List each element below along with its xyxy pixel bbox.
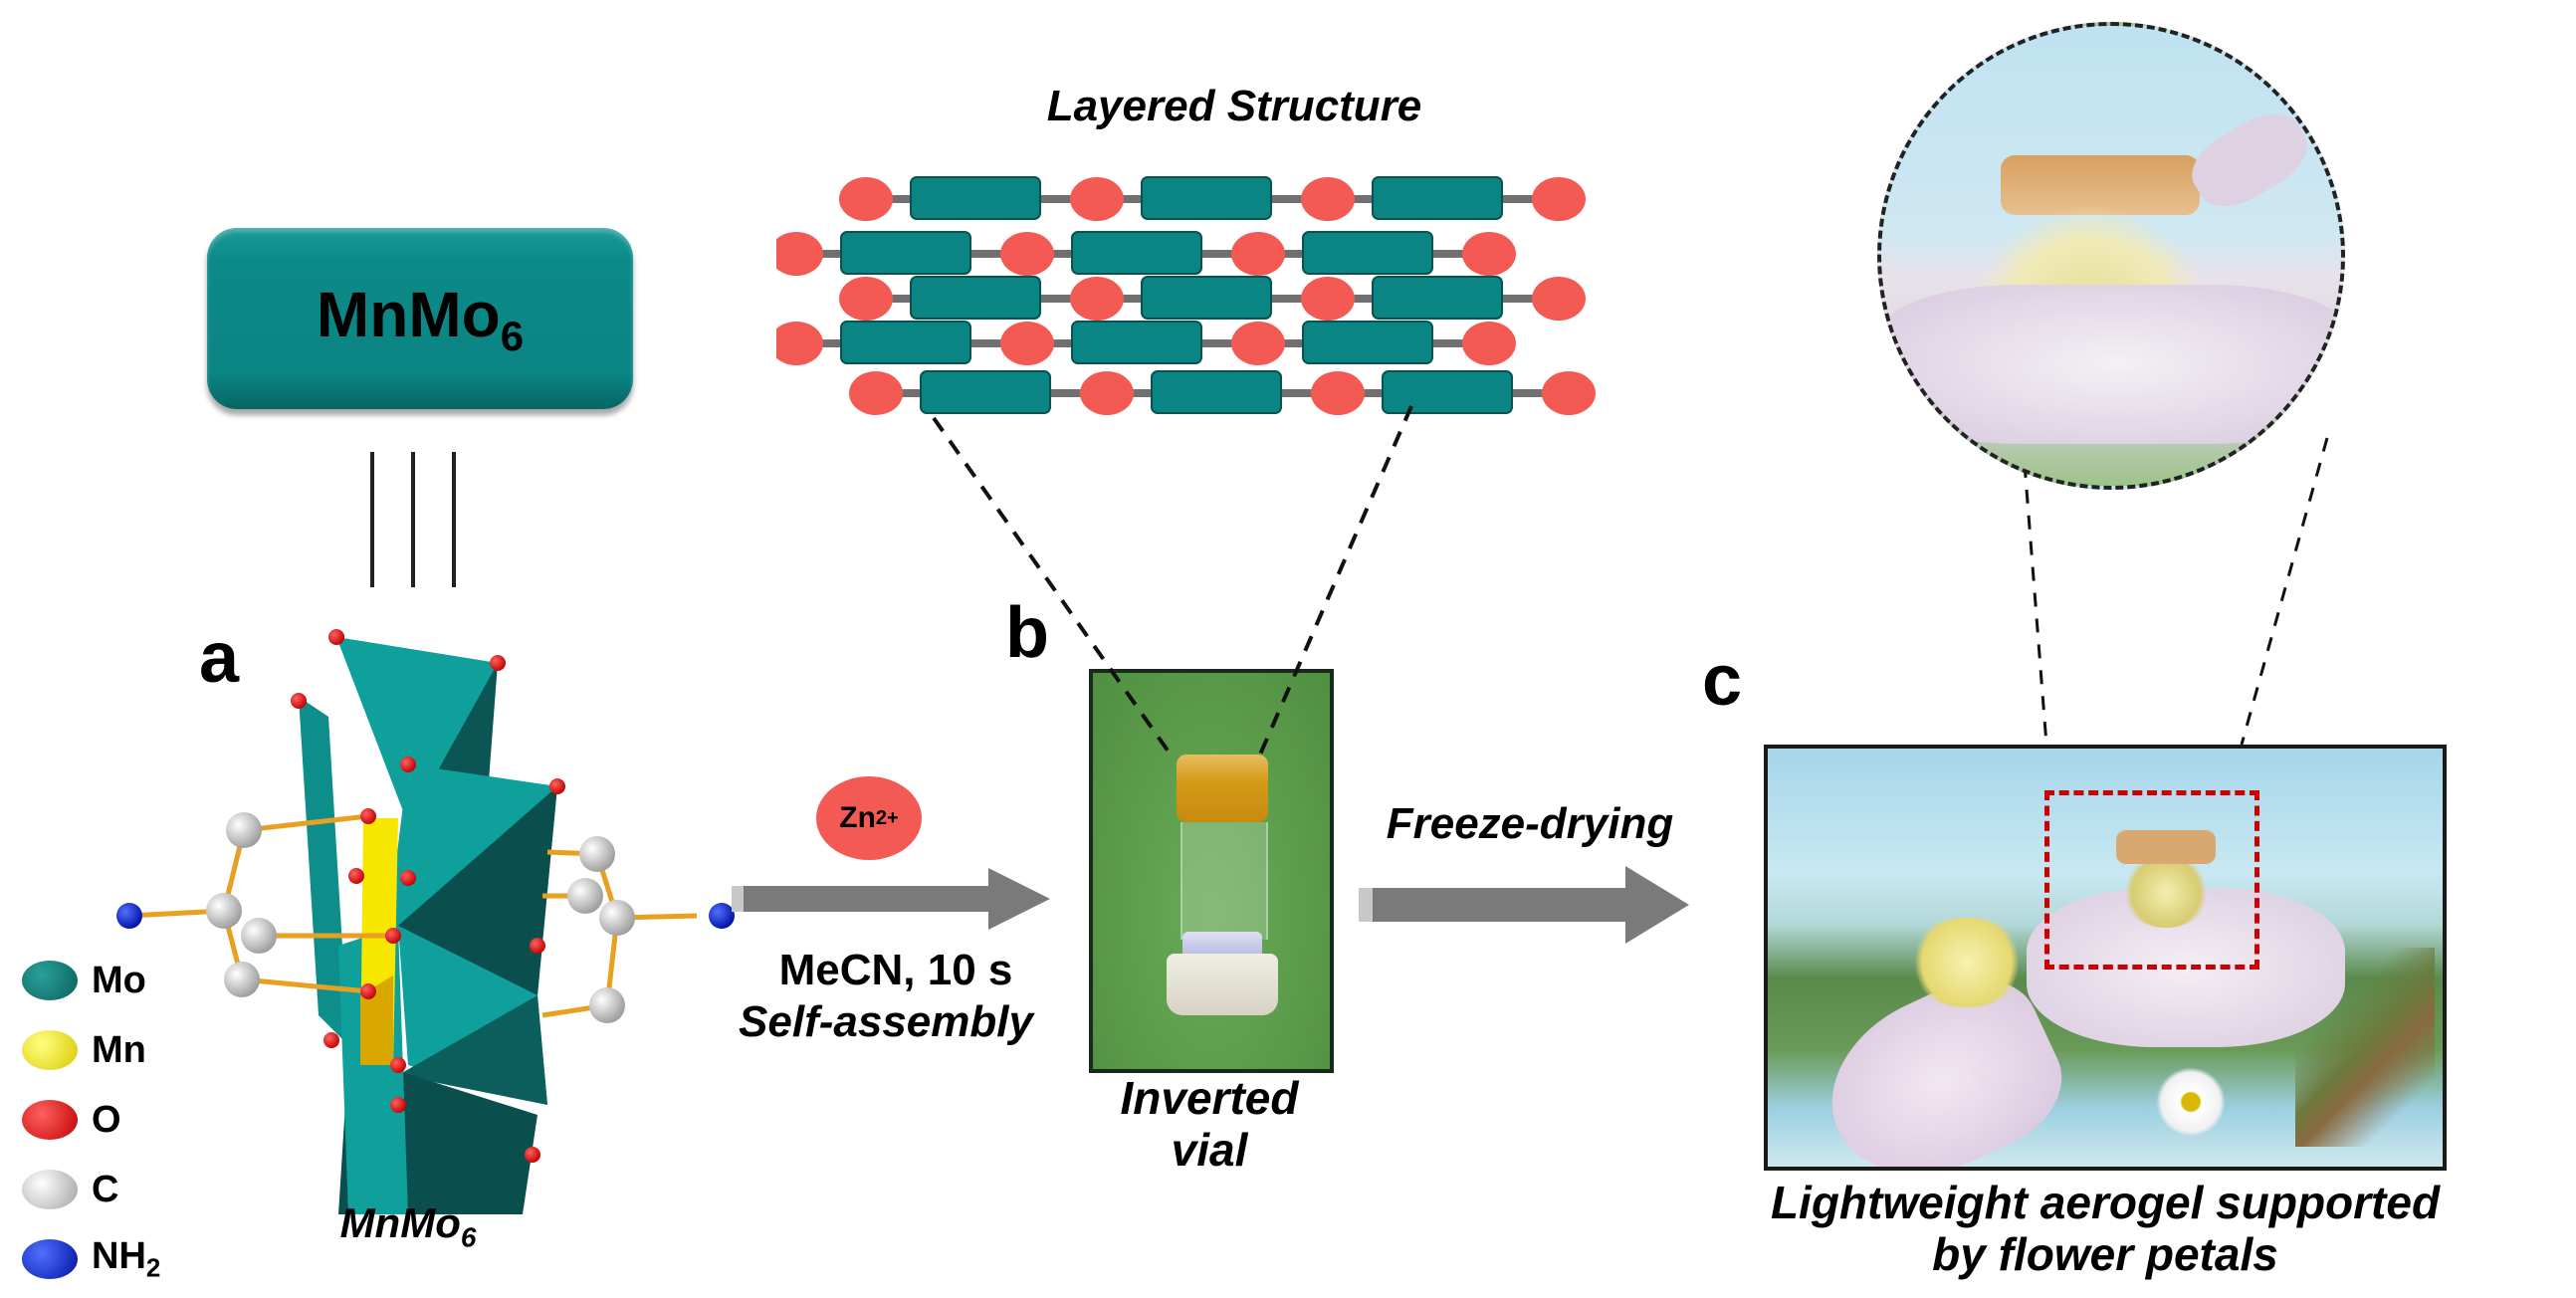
legend-label: Mn [92, 1028, 146, 1071]
reaction-conditions: MeCN, 10 s [778, 946, 1013, 994]
aerogel-piece [2116, 830, 2216, 864]
mnmo6-molecular-structure [116, 629, 735, 1214]
mnmo6-block [910, 276, 1041, 320]
legend-item-mn: Mn [22, 1015, 160, 1085]
atom-legend: Mo Mn O C NH2 [22, 946, 160, 1294]
mnmo6-block [1372, 176, 1503, 220]
legend-label: O [92, 1098, 121, 1141]
legend-item-c: C [22, 1155, 160, 1224]
magnified-petals [1881, 285, 2341, 444]
legend-item-mo: Mo [22, 946, 160, 1015]
vial-glass [1181, 822, 1268, 940]
c-atom-swatch [22, 1170, 78, 1209]
mnmo6-block [1141, 276, 1272, 320]
legend-item-nh2: NH2 [22, 1224, 160, 1294]
triple-bond-connector [370, 452, 456, 587]
mnmo6-block [1071, 231, 1202, 275]
aerogel-caption: Lightweight aerogel supported by flower … [1682, 1177, 2528, 1280]
carbon-atoms [206, 812, 635, 1023]
left-flower-stamens [1907, 918, 2027, 1007]
self-assembly-arrow [732, 868, 1050, 930]
mo-polyhedron [398, 995, 547, 1105]
zn-node [839, 177, 893, 221]
mnmo6-block [840, 231, 971, 275]
magnified-petal-tip [2180, 100, 2319, 221]
zn-node [1532, 177, 1586, 221]
mnmo6-block [1302, 231, 1433, 275]
zn-node [1000, 232, 1054, 276]
mnmo6-block [1382, 370, 1513, 414]
nh2-atom [709, 903, 735, 929]
inverted-vial-photo [1089, 669, 1334, 1073]
o-atom-swatch [22, 1100, 78, 1140]
mnmo6-block [910, 176, 1041, 220]
zoom-line-c-right [2240, 437, 2329, 746]
zn-node [1070, 177, 1124, 221]
freeze-drying-label: Freeze-drying [1386, 799, 1674, 848]
legend-label: C [92, 1168, 119, 1210]
legend-item-o: O [22, 1085, 160, 1155]
zn-node [1532, 277, 1586, 321]
zn-node [1231, 322, 1285, 365]
mnmo6-block [840, 321, 971, 364]
panel-letter-a: a [199, 618, 240, 698]
leaves [2295, 948, 2435, 1147]
mo-atom-swatch [22, 961, 78, 1000]
layered-structure-diagram [776, 176, 1596, 415]
structure-caption: MnMo6 [339, 1199, 477, 1253]
layered-structure-title: Layered Structure [1046, 82, 1422, 130]
nh2-atom-swatch [22, 1239, 78, 1279]
zn-node [1462, 232, 1516, 276]
zn-node [1462, 322, 1516, 365]
zoom-line-c-left [2021, 437, 2048, 746]
zn-node [1070, 277, 1124, 321]
zn-node [1231, 232, 1285, 276]
legend-label: NH2 [92, 1234, 161, 1283]
magnified-aerogel-view [1877, 22, 2345, 490]
caption-line: Inverted [1120, 1072, 1299, 1124]
freeze-drying-arrow [1359, 866, 1689, 944]
legend-label: Mo [92, 959, 146, 1001]
panel-letter-b: b [1005, 593, 1049, 673]
zn-node [776, 322, 823, 365]
zn-node [1301, 277, 1355, 321]
mnmo6-block [1141, 176, 1272, 220]
zn-node [1311, 371, 1365, 415]
mnmo6-block [1071, 321, 1202, 364]
mo-polyhedron [398, 786, 557, 995]
caption-line: by flower petals [1932, 1227, 2278, 1280]
oxygen-atoms [291, 629, 565, 1163]
mnmo6-block [1302, 321, 1433, 364]
caption-line: Lightweight aerogel supported [1770, 1177, 2441, 1228]
mnmo6-block [1372, 276, 1503, 320]
zn-node [839, 277, 893, 321]
mo-polyhedron [299, 697, 348, 1045]
zn-node [1301, 177, 1355, 221]
inverted-vial-caption: Inverted vial [1085, 1072, 1334, 1176]
vial-neck [1182, 932, 1262, 958]
zn-node [1080, 371, 1134, 415]
flower-aerogel-photo [1764, 745, 2447, 1171]
mnmo6-block [920, 370, 1051, 414]
caption-line: vial [1171, 1123, 1248, 1176]
daisy [2156, 1067, 2226, 1137]
zn-node [1000, 322, 1054, 365]
zn-node [849, 371, 903, 415]
cluster-box-label: MnMo6 [316, 278, 525, 359]
zn-node [1542, 371, 1596, 415]
main-flower-stamens [2121, 858, 2211, 928]
self-assembly-label: Self-assembly [739, 997, 1033, 1046]
panel-letter-c: c [1702, 641, 1743, 721]
gel-in-vial [1177, 755, 1268, 822]
mn-atom-swatch [22, 1030, 78, 1070]
vial-cap [1167, 954, 1278, 1015]
nh2-atom [116, 903, 142, 929]
mnmo6-cluster-box: MnMo6 [207, 228, 633, 409]
aerogel-highlight-box [2044, 790, 2259, 970]
mnmo6-block [1151, 370, 1282, 414]
zn-node [776, 232, 823, 276]
